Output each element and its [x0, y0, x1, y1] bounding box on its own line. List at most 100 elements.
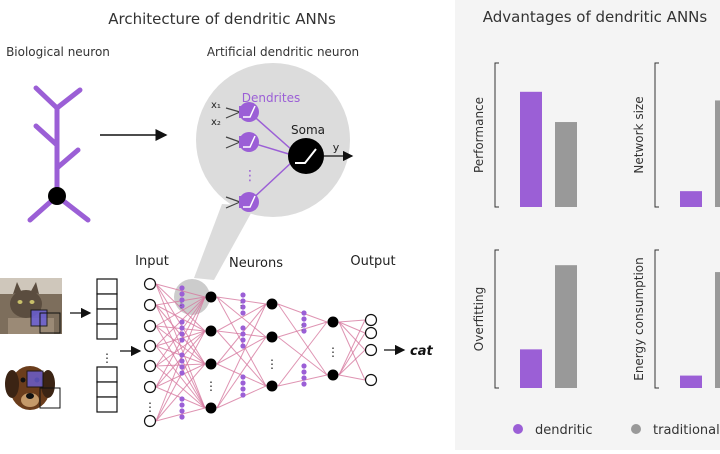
dendrite-ellipsis-b: ⋮: [237, 301, 245, 310]
dendrite-node: [301, 316, 307, 322]
chart-ylabel: Network size: [632, 96, 646, 173]
dendrites-label: Dendrites: [242, 91, 300, 105]
dendrite-ellipsis-c: ⋮: [298, 323, 306, 332]
bar-dendritic: [680, 191, 702, 207]
network-edge: [338, 321, 366, 334]
input-node: [143, 414, 157, 428]
dendrite-unit-3: [225, 192, 259, 212]
network-edge: [155, 363, 206, 422]
dendrite-node: [179, 285, 185, 291]
hidden-neuron: [266, 331, 278, 343]
hidden-neuron: [205, 358, 217, 370]
network-edge: [338, 321, 366, 381]
dendrite-node: [179, 291, 185, 297]
hidden-neuron: [327, 316, 339, 328]
network-edge: [216, 330, 267, 387]
network-edge: [277, 303, 328, 376]
advantages-title: Advantages of dendritic ANNs: [483, 8, 708, 26]
dendrite-node: [240, 331, 246, 337]
output-label: Output: [350, 254, 395, 269]
dendrite-node: [301, 322, 307, 328]
output-node: [364, 373, 378, 387]
dendrite-node: [179, 319, 185, 325]
legend-traditional-marker: [631, 424, 641, 434]
network-edge: [155, 330, 206, 367]
dendrite-node: [240, 304, 246, 310]
hidden-neuron: [266, 298, 278, 310]
dendrite-node: [301, 369, 307, 375]
dendrite-unit-2: [225, 132, 259, 152]
dendrite-units: [225, 102, 259, 212]
layer2-ellipsis: ⋮: [266, 357, 278, 371]
soma-node: [288, 138, 324, 174]
biological-neuron-label: Biological neuron: [6, 45, 110, 59]
legend-dendritic-label: dendritic: [535, 423, 593, 438]
dendrite-ellipsis: ⋮: [243, 168, 257, 184]
chart-axis: [494, 249, 499, 389]
dendrite-node: [301, 375, 307, 381]
legend-traditional-label: traditional: [653, 423, 720, 438]
dendrite-node: [240, 292, 246, 298]
chart-axis: [654, 62, 659, 208]
network-edge: [338, 374, 366, 381]
architecture-panel: Architecture of dendritic ANNs Biologica…: [0, 10, 434, 428]
bar-traditional: [555, 265, 577, 388]
network-edge: [277, 336, 328, 376]
architecture-diagram: Architecture of dendritic ANNs Biologica…: [0, 10, 433, 428]
dendrite-node: [301, 363, 307, 369]
hidden-neuron: [327, 369, 339, 381]
dendrite-node: [179, 303, 185, 309]
bar-traditional: [555, 122, 577, 207]
dendrite-node: [301, 381, 307, 387]
network-edge: [277, 374, 328, 387]
network-edge: [216, 303, 267, 409]
dendrite-node: [240, 337, 246, 343]
dendrite-node: [179, 402, 185, 408]
hidden-neuron: [205, 291, 217, 303]
input-node: [143, 277, 157, 291]
neurons-label: Neurons: [229, 256, 283, 271]
dendrite-node: [240, 298, 246, 304]
network-edge: [338, 332, 366, 376]
advantages-panel: Advantages of dendritic ANNs Performance…: [455, 0, 720, 450]
chart-ylabel: Energy consumption: [632, 257, 646, 381]
network-edge: [155, 407, 206, 422]
output-node: [364, 343, 378, 357]
artificial-neuron-label: Artificial dendritic neuron: [207, 45, 359, 59]
network-edge: [338, 349, 366, 376]
dendrite-node: [240, 392, 246, 398]
input-node: [143, 359, 157, 373]
network-edge: [338, 319, 366, 376]
chart-axis: [654, 249, 659, 389]
x1-label: x₁: [211, 100, 221, 111]
zoom-connector: [194, 204, 255, 280]
dendrite-node: [179, 370, 185, 376]
layer1-ellipsis: ⋮: [205, 379, 217, 393]
network-edge: [155, 296, 206, 327]
dendrite-node: [179, 325, 185, 331]
network-edge: [216, 303, 267, 332]
network-edge: [216, 336, 267, 365]
input-vector: [96, 278, 118, 413]
dendrite-node: [179, 396, 185, 402]
dendrite-node: [240, 374, 246, 380]
dendrite-node: [179, 358, 185, 364]
input-node: [143, 319, 157, 333]
bar-dendritic: [680, 375, 702, 388]
dendrite-node: [179, 352, 185, 358]
output-node: [364, 313, 378, 327]
y-label: y: [333, 141, 340, 154]
output-class: cat: [410, 344, 433, 359]
dendrite-node: [301, 328, 307, 334]
network-nodes: [143, 277, 378, 428]
soma-label: Soma: [291, 123, 325, 137]
network-edge: [338, 321, 366, 351]
input-ellipsis: ⋮: [144, 400, 156, 414]
chart-ylabel: Performance: [472, 97, 486, 173]
input-vector-ellipsis: ⋮: [101, 351, 113, 365]
input-node: [143, 380, 157, 394]
dog-image: [2, 358, 62, 416]
dendrite-node: [179, 408, 185, 414]
network-edge: [155, 330, 206, 422]
